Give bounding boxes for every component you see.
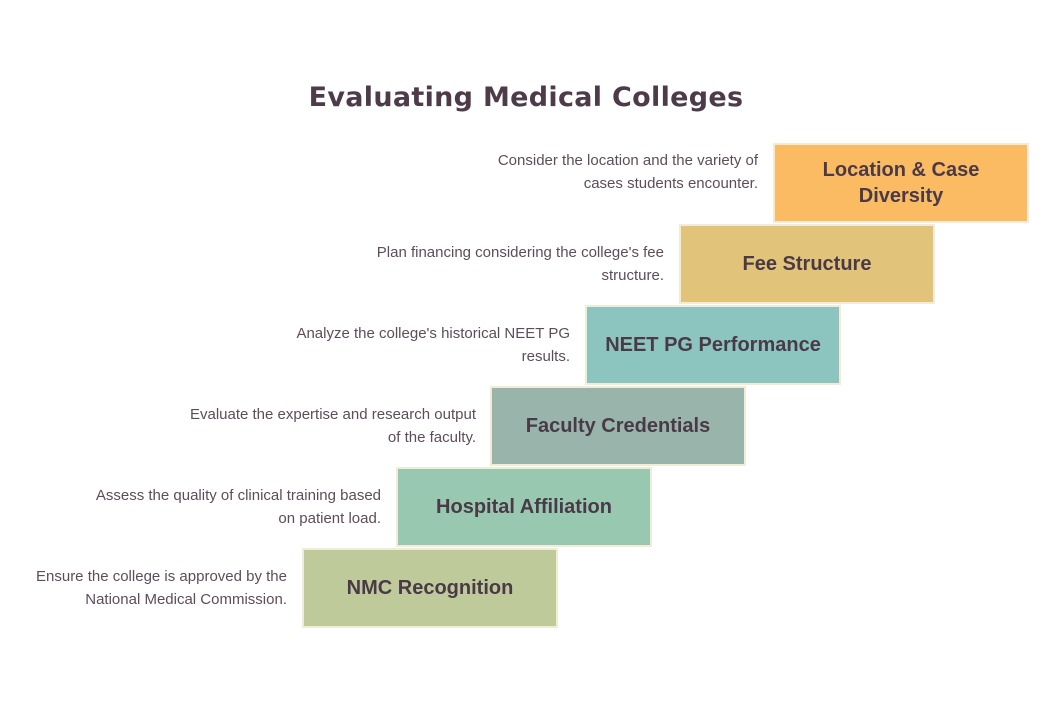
step-description-fee: Plan financing considering the college's… <box>376 244 664 284</box>
step-description-hospital: Assess the quality of clinical training … <box>95 487 381 527</box>
step-description-faculty: Evaluate the expertise and research outp… <box>189 406 476 446</box>
step-nmc-recognition: NMC Recognition <box>302 548 558 628</box>
step-neet-pg-performance: NEET PG Performance <box>585 305 841 385</box>
step-description-location: Consider the location and the variety of… <box>497 152 758 192</box>
step-faculty-credentials: Faculty Credentials <box>490 386 746 466</box>
step-label: Location & Case Diversity <box>822 159 980 207</box>
step-label: NEET PG Performance <box>605 334 821 356</box>
step-fee-structure: Fee Structure <box>679 224 935 304</box>
step-label: NMC Recognition <box>346 577 514 599</box>
step-label: Hospital Affiliation <box>436 496 612 518</box>
step-location-case-diversity: Location & Case Diversity <box>773 143 1029 223</box>
step-label: Fee Structure <box>742 253 872 275</box>
step-label: Faculty Credentials <box>525 415 711 437</box>
step-hospital-affiliation: Hospital Affiliation <box>396 467 652 547</box>
diagram-title: Evaluating Medical Colleges <box>308 82 744 113</box>
step-description-neet: Analyze the college's historical NEET PG… <box>296 325 570 365</box>
step-description-nmc: Ensure the college is approved by the Na… <box>36 568 287 608</box>
